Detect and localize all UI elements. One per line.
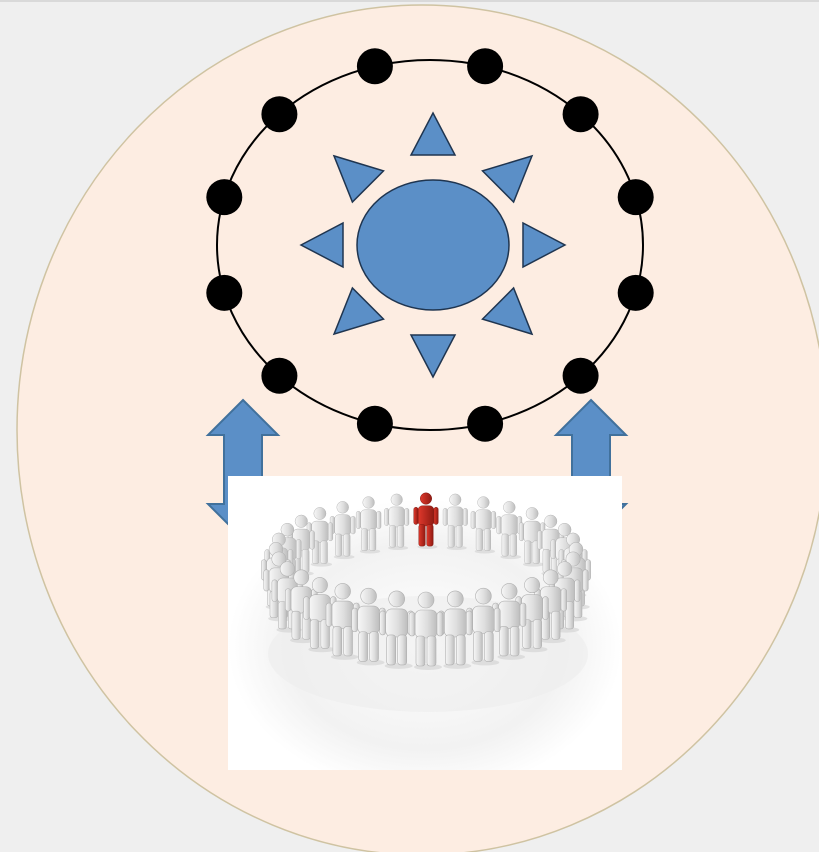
sun-ray (332, 286, 385, 336)
crowd-figure (442, 493, 468, 551)
sun-ray (481, 286, 534, 336)
crowd-figure (438, 590, 473, 669)
sun-ray (409, 334, 457, 379)
crowd-figure (355, 496, 382, 554)
satellite-dot (261, 357, 298, 394)
crowd-figure (466, 587, 501, 666)
satellite-dot (562, 357, 599, 394)
sun-ray (481, 154, 534, 204)
sun-ray (409, 111, 457, 156)
crowd-figures (261, 492, 591, 670)
satellite-dot (467, 48, 504, 85)
satellite-dot (617, 179, 654, 216)
sun-ray (522, 221, 567, 269)
satellite-dot (617, 274, 654, 311)
leader-figure (413, 492, 439, 549)
satellite-dot (467, 405, 504, 442)
satellite-dot (206, 179, 243, 216)
crowd-figure (492, 583, 527, 660)
people-circle-illustration (228, 476, 622, 770)
crowd-figure (496, 501, 523, 560)
satellite-dot (356, 48, 393, 85)
satellite-dot (206, 274, 243, 311)
crowd-figure (384, 493, 410, 551)
sun-ray (332, 154, 385, 204)
sun-core (356, 179, 510, 311)
satellite-dot (562, 96, 599, 133)
top-border (0, 0, 819, 2)
satellite-dots (206, 48, 654, 442)
satellite-dot (261, 96, 298, 133)
crowd-figure (329, 501, 356, 560)
crowd-figure (470, 496, 497, 554)
crowd-figure (408, 591, 444, 670)
people-circle-image (228, 476, 622, 770)
orbit-ring (216, 59, 644, 431)
sun-icon (299, 111, 567, 379)
sun-rays (299, 111, 567, 379)
satellite-dot (356, 405, 393, 442)
sun-ray (299, 221, 344, 269)
